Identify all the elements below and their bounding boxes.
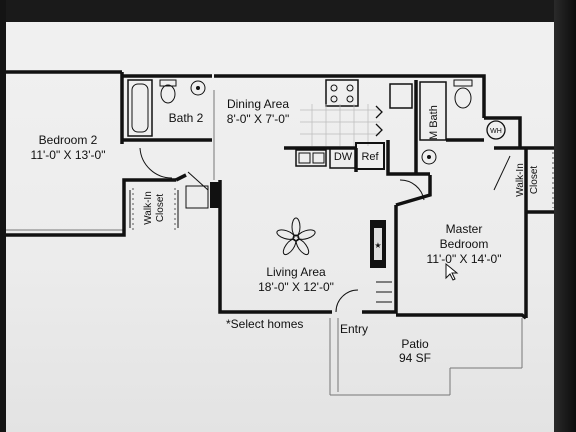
stove-icon (325, 79, 359, 107)
closet-jog (175, 173, 187, 182)
bathtub-icon (127, 79, 153, 137)
master-toilet-icon (454, 87, 472, 109)
living-right-wall (362, 205, 398, 314)
water-heater-label: WH (490, 128, 502, 135)
pantry-icon (389, 83, 413, 109)
closet-right-line2: Closet (529, 166, 540, 195)
bath2-name: Bath 2 (169, 111, 204, 125)
bath2-bottom-wall (120, 72, 212, 144)
closet-door-icon (187, 171, 209, 191)
monitor-bezel-right (554, 0, 576, 432)
hall-closet-icon (185, 185, 209, 209)
monitor-bezel-top (0, 0, 576, 22)
sink-icon (190, 80, 206, 96)
closet-left-line1: Walk-In (143, 191, 154, 225)
burner-icon (330, 95, 338, 103)
patio-size: 94 SF (399, 351, 431, 365)
bedroom2-closet-wall (0, 178, 176, 237)
bedroom2-size: 11'-0" X 13'-0" (31, 148, 106, 162)
fireplace-opening (374, 228, 382, 260)
master-bottom-wall (396, 313, 528, 320)
entry-label: Entry (340, 322, 368, 336)
refrigerator-box (355, 142, 385, 170)
kitchen-right-wall (386, 140, 430, 176)
burner-icon (346, 84, 354, 92)
living-left-wall (218, 180, 332, 314)
select-homes-note: *Select homes (226, 317, 303, 331)
master-size: 11'-0" X 14'-0" (427, 252, 502, 266)
living-name: Living Area (266, 265, 326, 279)
closet-shelf-lines (129, 190, 392, 303)
master-sink-drain-icon (427, 155, 431, 159)
master-line1: Master (446, 222, 483, 236)
bedroom2-name: Bedroom 2 (39, 133, 98, 147)
door-swing-icon (375, 105, 383, 137)
burner-icon (330, 84, 338, 92)
closet-left-line2: Closet (155, 194, 166, 223)
master-left-wall (395, 175, 432, 207)
closet-right-door-icon (493, 155, 511, 191)
entry-door-swing-icon (335, 289, 359, 313)
monitor-bezel-left (0, 0, 6, 432)
bedroom2-door-swing-icon (139, 147, 173, 179)
mouse-cursor-icon (445, 262, 459, 281)
wall-block-left (210, 182, 220, 208)
master-door-swing-icon (399, 179, 425, 201)
water-heater-icon (486, 120, 506, 140)
kitchen-top-wall (214, 74, 486, 118)
closet-right-line1: Walk-In (515, 163, 526, 197)
burner-icon (346, 95, 354, 103)
living-size: 18'-0" X 12'-0" (258, 280, 334, 294)
ceiling-fan-icon (276, 217, 316, 256)
toilet-tank-icon (159, 79, 177, 87)
closet-rod-lines (132, 152, 554, 230)
master-sink-icon (421, 149, 437, 165)
kitchen-floor-grid (300, 104, 380, 146)
master-toilet-tank-icon (453, 79, 473, 87)
kitchen-sink-icon (295, 149, 327, 167)
refrigerator-label: Ref (361, 151, 379, 163)
fireplace-icon: ★ (374, 241, 381, 250)
dining-name: Dining Area (227, 97, 289, 111)
wh-closet-wall (484, 116, 522, 148)
master-line2: Bedroom (440, 237, 489, 251)
master-tub-icon (419, 81, 447, 141)
sink-bowl-icon (298, 152, 311, 164)
bathtub-basin-icon (131, 83, 149, 133)
sink-drain-icon (196, 86, 200, 90)
dishwasher-label: DW (334, 151, 353, 163)
sink-bowl-icon (312, 152, 325, 164)
patio-name: Patio (401, 337, 429, 351)
master-bath-name: M Bath (428, 105, 440, 140)
toilet-icon (160, 84, 176, 104)
dining-size: 8'-0" X 7'-0" (227, 112, 289, 126)
